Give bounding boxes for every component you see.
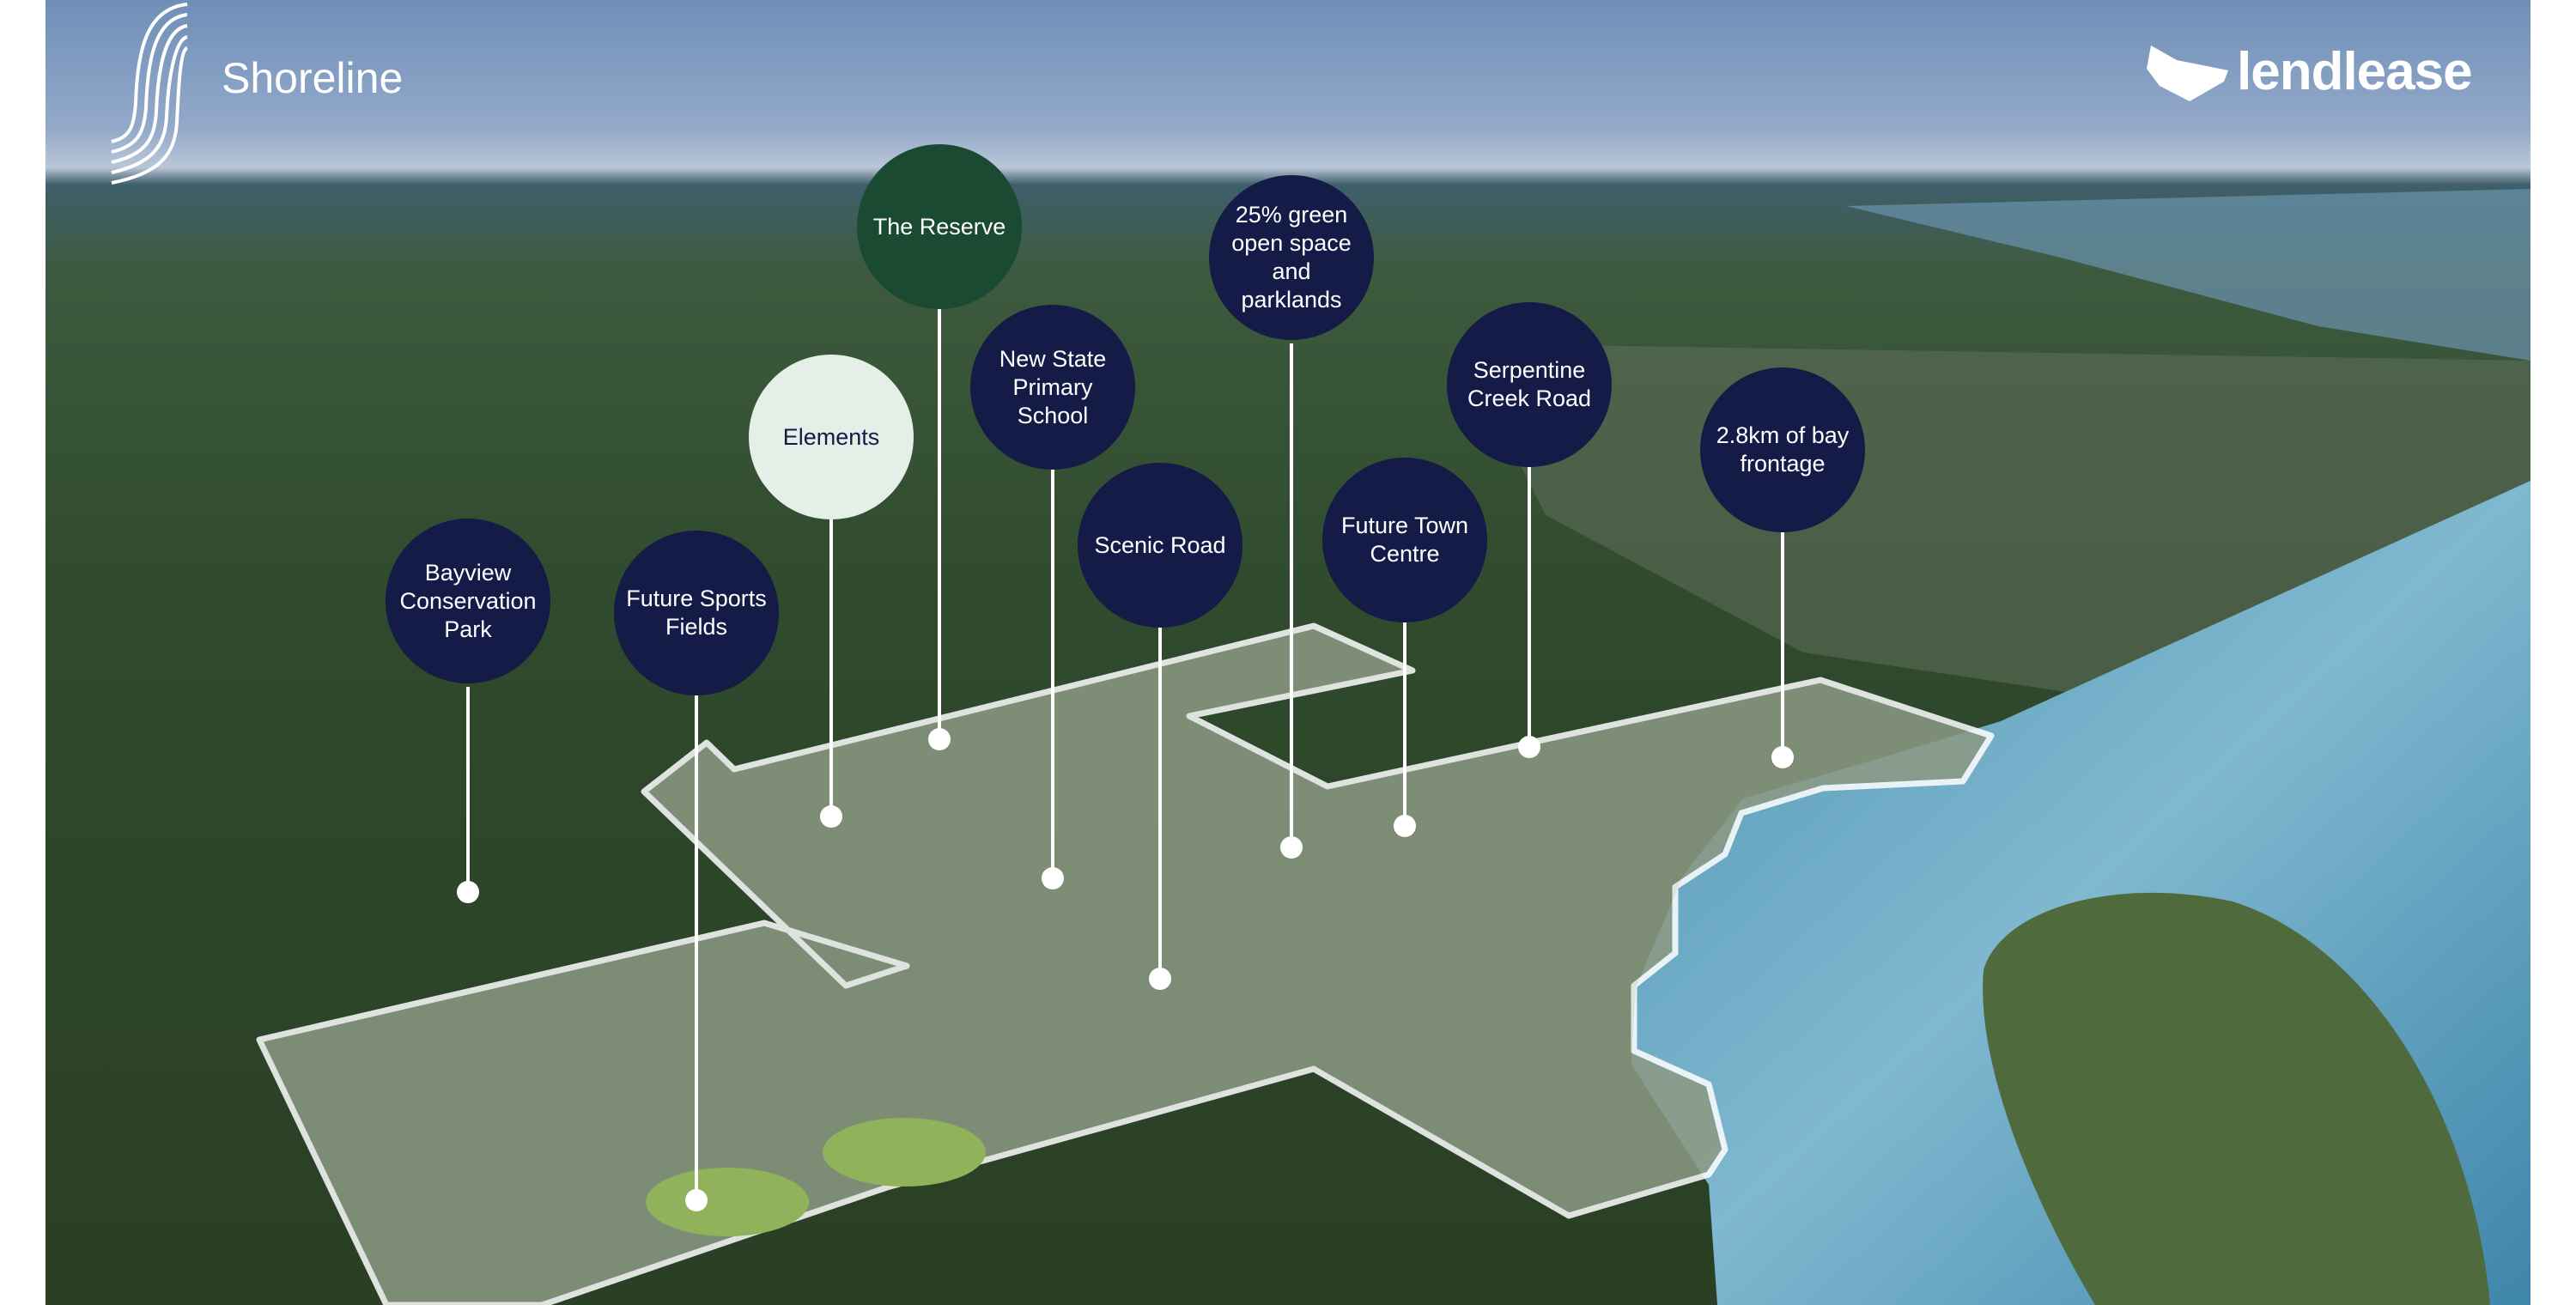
pin-dot[interactable] [685,1189,708,1211]
shoreline-logo-text: Shoreline [222,54,404,102]
island [1983,892,2490,1305]
shoreline-logo-icon [111,3,189,185]
pin-scenic-road[interactable]: Scenic Road [1078,463,1242,628]
pin-dot[interactable] [1394,815,1416,837]
pin-dot[interactable] [457,881,479,903]
pin-the-reserve[interactable]: The Reserve [857,144,1022,309]
map-graphics [111,3,2530,1305]
pin-elements[interactable]: Elements [749,355,914,519]
pin-dot[interactable] [1149,968,1171,990]
pin-stems [466,309,1784,1200]
aerial-map: Shoreline lendlease Bayview Conservation… [46,0,2530,1305]
pin-future-town-centre[interactable]: Future Town Centre [1322,458,1487,622]
pin-dot[interactable] [1518,736,1540,758]
pin-dot[interactable] [820,805,842,828]
pin-dot[interactable] [928,728,951,750]
pin-bay-frontage[interactable]: 2.8km of bay frontage [1700,367,1865,532]
lendlease-logo-icon [2147,46,2228,101]
pin-dot[interactable] [1771,746,1794,768]
distant-water [1846,189,2530,361]
pin-dot[interactable] [1042,867,1064,889]
pin-bayview-conservation-park[interactable]: Bayview Conservation Park [386,519,550,683]
sports-oval [823,1118,986,1187]
pin-future-sports-fields[interactable]: Future Sports Fields [614,531,779,695]
pin-dot[interactable] [1280,836,1303,859]
pin-serpentine-creek-road[interactable]: Serpentine Creek Road [1447,302,1612,467]
pin-new-state-primary-school[interactable]: New State Primary School [970,305,1135,470]
lendlease-logo-text: lendlease [2237,42,2473,101]
pin-green-open-space[interactable]: 25% green open space and parklands [1209,175,1374,340]
sports-field [646,1168,809,1236]
